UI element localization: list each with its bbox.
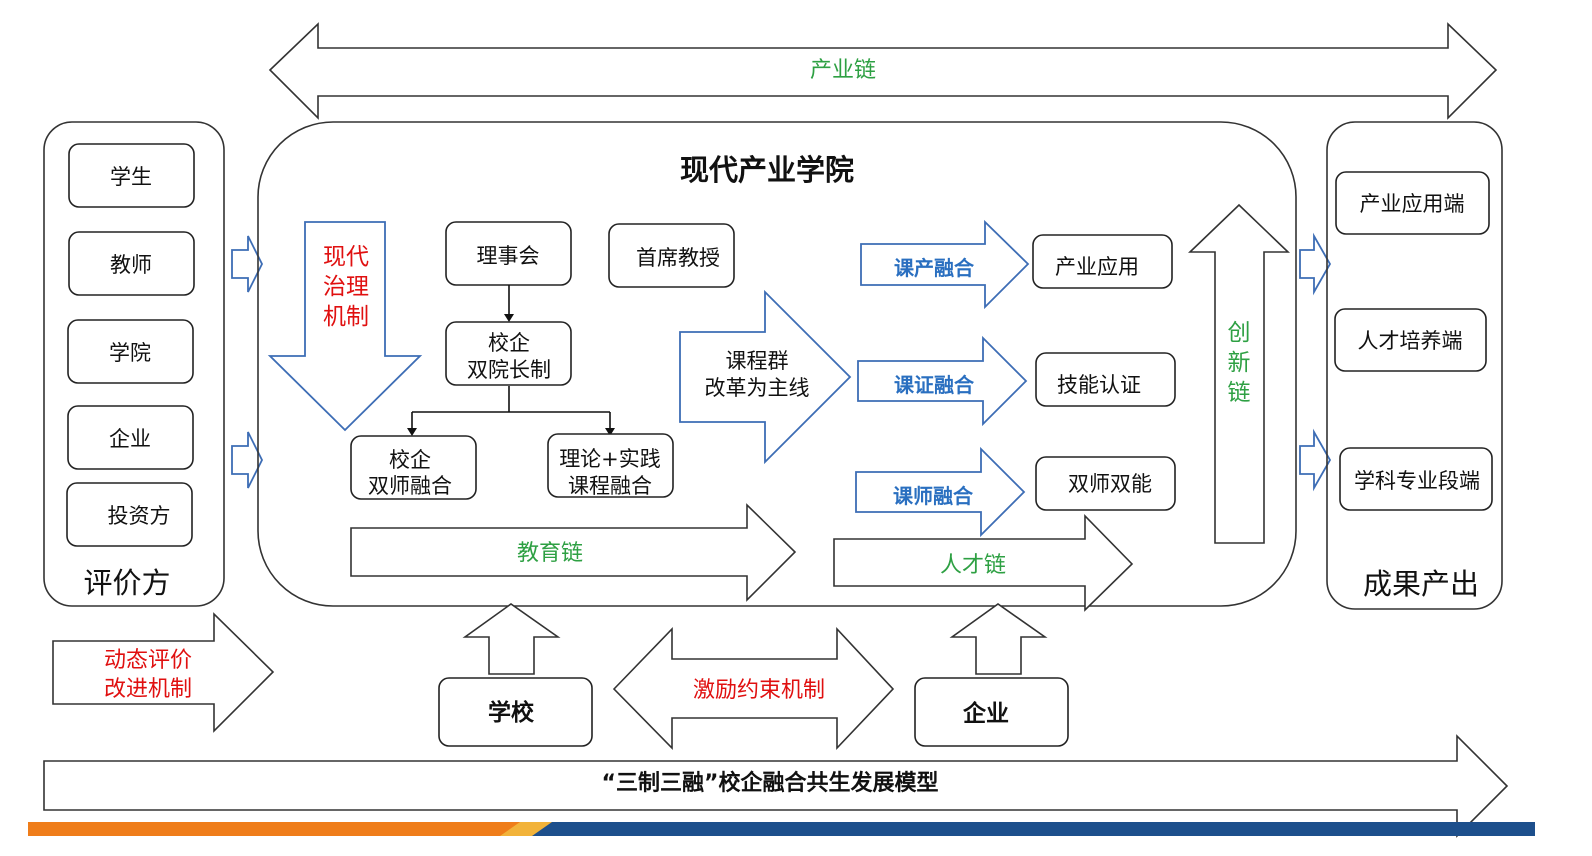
fusion-result-box [1035, 456, 1176, 511]
innovation-chain-label: 创 [1228, 320, 1251, 346]
board-connector-head [504, 314, 514, 322]
evaluator-label: 企业 [109, 427, 151, 451]
dual-dean-box [445, 321, 572, 386]
theory-practice-label: 理论+实践 [559, 447, 661, 471]
evaluator-box [67, 319, 194, 384]
school-box [438, 677, 593, 747]
output-label: 学科专业段端 [1354, 469, 1480, 493]
evaluator-panel [43, 121, 225, 607]
industry-chain-arrow [268, 22, 1498, 120]
evaluator-label: 教师 [110, 253, 152, 277]
fusion-label: 课证融合 [894, 373, 975, 397]
innovation-chain-arrow [1188, 203, 1290, 544]
industry-chain-label: 产业链 [810, 58, 876, 83]
dual-teacher-box [350, 435, 477, 500]
evaluator-box [66, 482, 193, 547]
theory-practice-label: 课程融合 [568, 474, 652, 498]
fusion-label: 课师融合 [893, 484, 974, 508]
curriculum-reform-label: 课程群 [726, 349, 789, 373]
dual-teacher-label: 校企 [389, 448, 431, 472]
talent-chain-arrow [833, 514, 1134, 612]
fusion-arrow [857, 335, 1028, 427]
left-connector-arrow [231, 235, 264, 293]
dynamic-eval-label: 改进机制 [104, 677, 192, 702]
tree-connector-head [407, 428, 417, 436]
evaluator-box [67, 405, 194, 470]
dual-dean-label: 校企 [488, 331, 530, 355]
enterprise-box [914, 677, 1069, 747]
governance-label: 机制 [323, 304, 369, 330]
school-label: 学校 [488, 699, 535, 726]
college-panel [257, 121, 1297, 607]
output-box [1339, 447, 1493, 511]
right-connector-arrow [1299, 428, 1332, 492]
tree-connector-head [605, 428, 615, 436]
evaluator-box [68, 231, 195, 296]
model-arrow [43, 734, 1509, 838]
output-panel [1326, 121, 1503, 610]
theory-practice-box [547, 433, 674, 498]
chief-professor-box [608, 223, 735, 288]
footer-bar-navy [532, 822, 1535, 836]
output-box [1335, 171, 1490, 235]
college-title: 现代产业学院 [680, 153, 854, 187]
fusion-result-box [1032, 234, 1173, 289]
incentive-arrow [612, 626, 895, 751]
education-chain-arrow [350, 503, 797, 602]
incentive-label: 激励约束机制 [693, 678, 825, 703]
talent-chain-label: 人才链 [940, 553, 1006, 578]
enterprise-up-arrow [949, 603, 1048, 675]
fusion-result-label: 技能认证 [1057, 373, 1141, 397]
output-panel-label: 成果产出 [1363, 567, 1479, 601]
tree-connector [411, 386, 611, 430]
right-connector-arrow [1299, 232, 1332, 296]
board-label: 理事会 [477, 244, 540, 268]
education-chain-label: 教育链 [517, 541, 583, 566]
output-box [1334, 308, 1487, 372]
fusion-result-label: 双师双能 [1068, 472, 1152, 496]
fusion-arrow [855, 446, 1026, 538]
fusion-result-label: 产业应用 [1055, 255, 1139, 279]
curriculum-reform-label: 改革为主线 [705, 376, 810, 400]
dual-dean-label: 双院长制 [467, 358, 551, 382]
school-up-arrow [462, 603, 561, 675]
fusion-label: 课产融合 [894, 256, 975, 280]
evaluator-label: 学生 [110, 165, 152, 189]
governance-label: 治理 [323, 274, 369, 300]
footer-bar-orange [28, 822, 548, 836]
governance-label: 现代 [323, 244, 369, 270]
governance-arrow [267, 221, 423, 432]
left-connector-arrow [231, 431, 264, 489]
dynamic-eval-label: 动态评价 [104, 648, 192, 673]
dynamic-eval-arrow [52, 612, 275, 733]
curriculum-reform-arrow [679, 289, 852, 465]
evaluator-list: 学生 教师 学院 企业 投资方 [66, 143, 195, 547]
evaluator-panel-label: 评价方 [83, 566, 170, 600]
output-label: 人才培养端 [1358, 329, 1463, 353]
innovation-chain-label: 新 [1228, 350, 1251, 376]
model-title: “三制三融”校企融合共生发展模型 [602, 770, 939, 796]
output-label: 产业应用端 [1360, 192, 1465, 216]
evaluator-label: 投资方 [108, 504, 171, 528]
fusion-arrow [860, 219, 1030, 310]
fusion-result-box [1035, 352, 1176, 407]
evaluator-box [68, 143, 195, 208]
dual-teacher-label: 双师融合 [368, 474, 452, 498]
evaluator-label: 学院 [109, 341, 151, 365]
innovation-chain-label: 链 [1228, 380, 1251, 406]
chief-professor-label: 首席教授 [636, 246, 720, 270]
enterprise-label: 企业 [962, 700, 1009, 727]
